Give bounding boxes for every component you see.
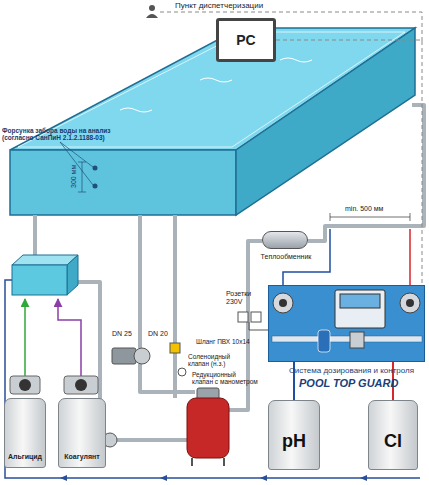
node-label: Альгицид: [5, 453, 45, 461]
circulation-pump: [134, 348, 150, 364]
filter-legs: [192, 458, 224, 466]
water-ripple: [120, 58, 312, 112]
return-line: [5, 280, 420, 478]
flow-cell: [350, 332, 364, 348]
node-label: Теплообменник: [249, 253, 323, 261]
controller-unit: [335, 290, 385, 328]
balance-tank: [67, 255, 78, 295]
pump-head: [406, 299, 414, 307]
flow-arrow: [260, 475, 267, 481]
monitor-box: PC: [216, 18, 276, 62]
heat-exchanger: Теплообменник: [262, 231, 308, 249]
control-panel-plate: [268, 285, 425, 362]
solenoid-valve: [170, 343, 180, 353]
dosing-hose: [409, 229, 411, 293]
pipe-size: DN 25: [112, 330, 132, 338]
pipe: [112, 438, 187, 442]
dosing-hose: [24, 299, 26, 376]
part-label: Розетки 230V: [226, 290, 266, 306]
chemical-canister: Cl: [368, 400, 418, 470]
nozzle: [93, 166, 98, 171]
part-label: Редукционный клапан с манометром: [192, 371, 258, 386]
pipe: [33, 215, 37, 256]
operator-icon: [149, 5, 155, 11]
power-socket: [238, 312, 248, 322]
dimension-label: 300 мм: [70, 165, 78, 188]
sample-filter: [318, 330, 330, 352]
flow-arrow: [60, 475, 67, 481]
node-label: PC: [219, 32, 273, 48]
part-label: Шланг ПВХ 10х14: [196, 338, 250, 345]
dosing-pump: [400, 293, 420, 313]
chemical-canister: Коагулянт: [58, 398, 106, 468]
pump-head: [279, 299, 287, 307]
node-label: Cl: [369, 431, 417, 452]
pool-wall: [10, 150, 236, 215]
pipe: [138, 215, 142, 348]
location-label: Пункт диспетчеризации: [175, 1, 263, 10]
pump-head: [75, 379, 87, 391]
controller-display: [340, 294, 380, 308]
node-subtitle: POOL TOP GUARD: [299, 377, 398, 390]
dosing-pump: [10, 376, 40, 394]
pump-head: [19, 379, 31, 391]
nozzle: [93, 184, 98, 189]
node-label: Система дозирования и контроля: [289, 366, 414, 375]
dosing-pump: [273, 293, 293, 313]
pipe-size: DN 20: [148, 330, 168, 338]
dimension-line: [330, 213, 410, 221]
flow-arrow: [160, 475, 167, 481]
operator-icon: [146, 14, 158, 18]
callout-text: Форсунка забора воды на анализ (согласно…: [2, 127, 127, 142]
control-panel: Система дозирования и контроляPOOL TOP G…: [268, 285, 425, 362]
sand-filter: [187, 398, 229, 458]
balance-tank: [12, 265, 67, 295]
pressure-gauge: [178, 368, 186, 376]
chemical-canister: pH: [268, 400, 320, 470]
node-label: pH: [269, 431, 319, 452]
part-label: Соленоидный клапан (н.з.): [188, 353, 250, 368]
node-label: Коагулянт: [59, 453, 105, 461]
circulation-pump: [112, 348, 136, 364]
dosing-pump: [64, 376, 98, 394]
flow-arrow: [360, 475, 367, 481]
chemical-canister: Альгицид: [4, 398, 46, 468]
sample-line: [272, 336, 422, 342]
pipe: [308, 105, 424, 241]
dimension-line: [78, 162, 86, 192]
power-socket: [251, 312, 261, 322]
dimension-label: min. 500 мм: [345, 205, 383, 213]
power-cable: [249, 322, 268, 330]
dosing-hose: [58, 299, 81, 376]
pipe: [140, 364, 195, 392]
pipe: [173, 215, 177, 398]
